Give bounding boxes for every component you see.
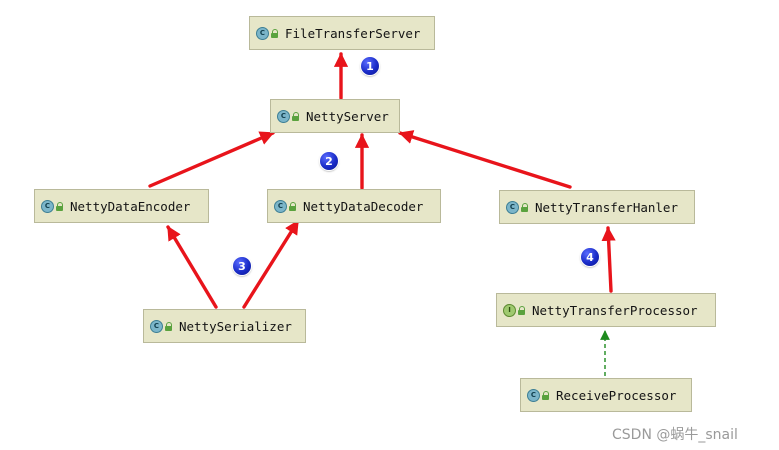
class-badge-icon: C bbox=[274, 199, 287, 213]
lock-icon bbox=[165, 321, 173, 331]
class-badge-icon: C bbox=[506, 200, 519, 214]
node-label: NettySerializer bbox=[179, 318, 292, 334]
lock-icon bbox=[521, 202, 529, 212]
edge-NettyTransferHanler-to-NettyServer bbox=[398, 130, 572, 189]
node-netty-transfer-hanler[interactable]: C NettyTransferHanler bbox=[499, 190, 695, 224]
lock-icon bbox=[289, 201, 297, 211]
lock-icon bbox=[292, 111, 300, 121]
node-netty-data-decoder[interactable]: C NettyDataDecoder bbox=[267, 189, 441, 223]
edge-layer bbox=[148, 52, 616, 376]
edge-NettySerializer-to-NettyDataDecoder bbox=[242, 219, 300, 309]
node-netty-serializer[interactable]: C NettySerializer bbox=[143, 309, 306, 343]
node-label: NettyTransferProcessor bbox=[532, 302, 698, 318]
interface-badge-icon: I bbox=[503, 303, 516, 317]
edge-NettyDataEncoder-to-NettyServer bbox=[148, 131, 275, 188]
step-marker-4: 4 bbox=[581, 248, 599, 266]
step-marker-2: 2 bbox=[320, 152, 338, 170]
node-label: NettyTransferHanler bbox=[535, 199, 678, 215]
watermark: CSDN @蜗牛_snail bbox=[612, 427, 738, 443]
node-label: NettyDataEncoder bbox=[70, 198, 191, 214]
edge-NettySerializer-to-NettyDataEncoder bbox=[166, 225, 218, 309]
lock-icon bbox=[271, 28, 279, 38]
class-badge-icon: C bbox=[527, 388, 540, 402]
node-label: FileTransferServer bbox=[285, 25, 421, 41]
node-label: NettyDataDecoder bbox=[303, 198, 424, 214]
lock-icon bbox=[542, 390, 550, 400]
lock-icon bbox=[518, 305, 526, 315]
node-netty-server[interactable]: C NettyServer bbox=[270, 99, 400, 133]
edge-NettyTransferProcessor-to-NettyTransferHanler bbox=[601, 226, 616, 293]
class-badge-icon: C bbox=[41, 199, 54, 213]
class-badge-icon: C bbox=[150, 319, 163, 333]
node-label: NettyServer bbox=[306, 108, 389, 124]
node-file-transfer-server[interactable]: C FileTransferServer bbox=[249, 16, 435, 50]
class-badge-icon: C bbox=[256, 26, 269, 40]
node-receive-processor[interactable]: C ReceiveProcessor bbox=[520, 378, 692, 412]
node-netty-transfer-processor[interactable]: I NettyTransferProcessor bbox=[496, 293, 716, 327]
step-marker-3: 3 bbox=[233, 257, 251, 275]
step-marker-1: 1 bbox=[361, 57, 379, 75]
node-label: ReceiveProcessor bbox=[556, 387, 677, 403]
node-netty-data-encoder[interactable]: C NettyDataEncoder bbox=[34, 189, 209, 223]
lock-icon bbox=[56, 201, 64, 211]
class-badge-icon: C bbox=[277, 109, 290, 123]
